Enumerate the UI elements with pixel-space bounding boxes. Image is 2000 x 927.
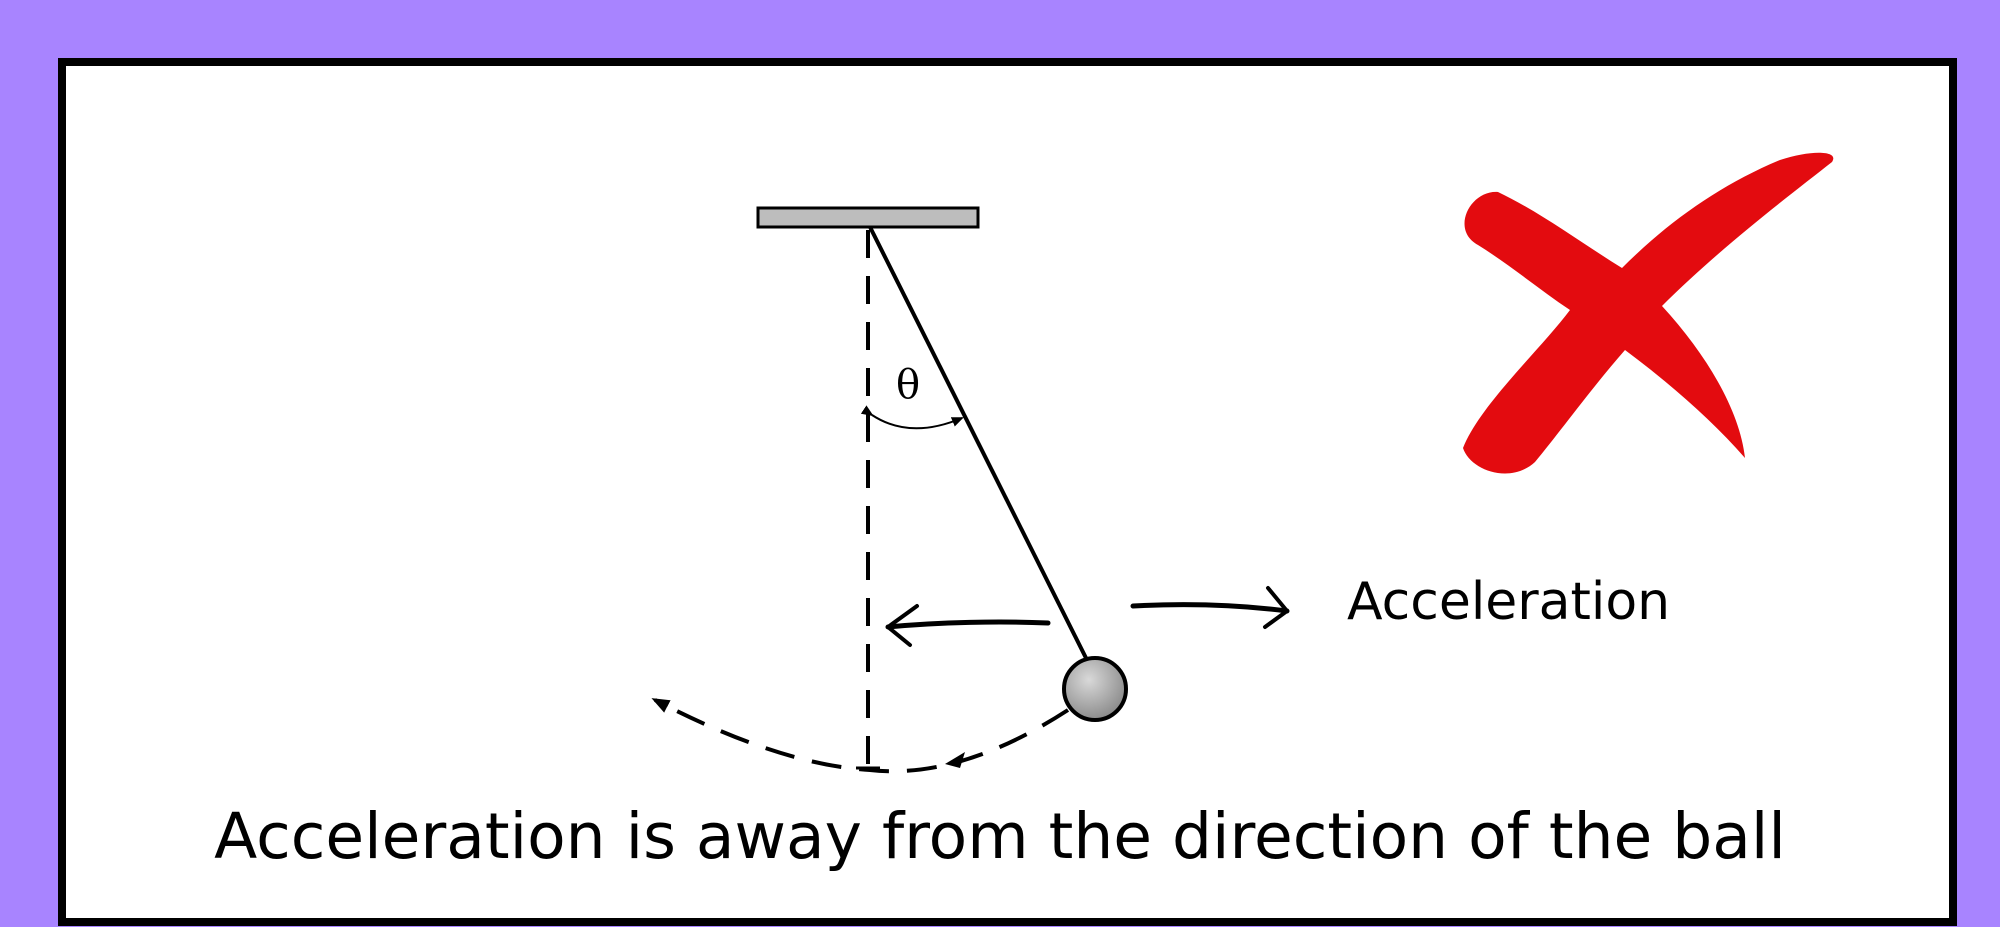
angle-label: θ <box>896 362 921 408</box>
pendulum-string <box>868 226 1089 661</box>
red-x-icon <box>1463 152 1834 474</box>
angle-arc <box>860 405 964 430</box>
acceleration-arrow <box>885 619 1051 630</box>
caption: Acceleration is away from the direction … <box>214 800 1786 873</box>
legend-arrow <box>1130 602 1290 614</box>
support-bar <box>756 206 980 229</box>
acceleration-arrowhead <box>886 604 919 647</box>
pendulum-bob <box>1062 656 1128 722</box>
swing-path-arrowhead-right <box>945 752 965 768</box>
swing-path <box>651 698 1070 774</box>
diagram-panel <box>58 58 1957 926</box>
acceleration-legend-label: Acceleration <box>1347 572 1671 632</box>
legend-arrowhead <box>1263 586 1289 629</box>
